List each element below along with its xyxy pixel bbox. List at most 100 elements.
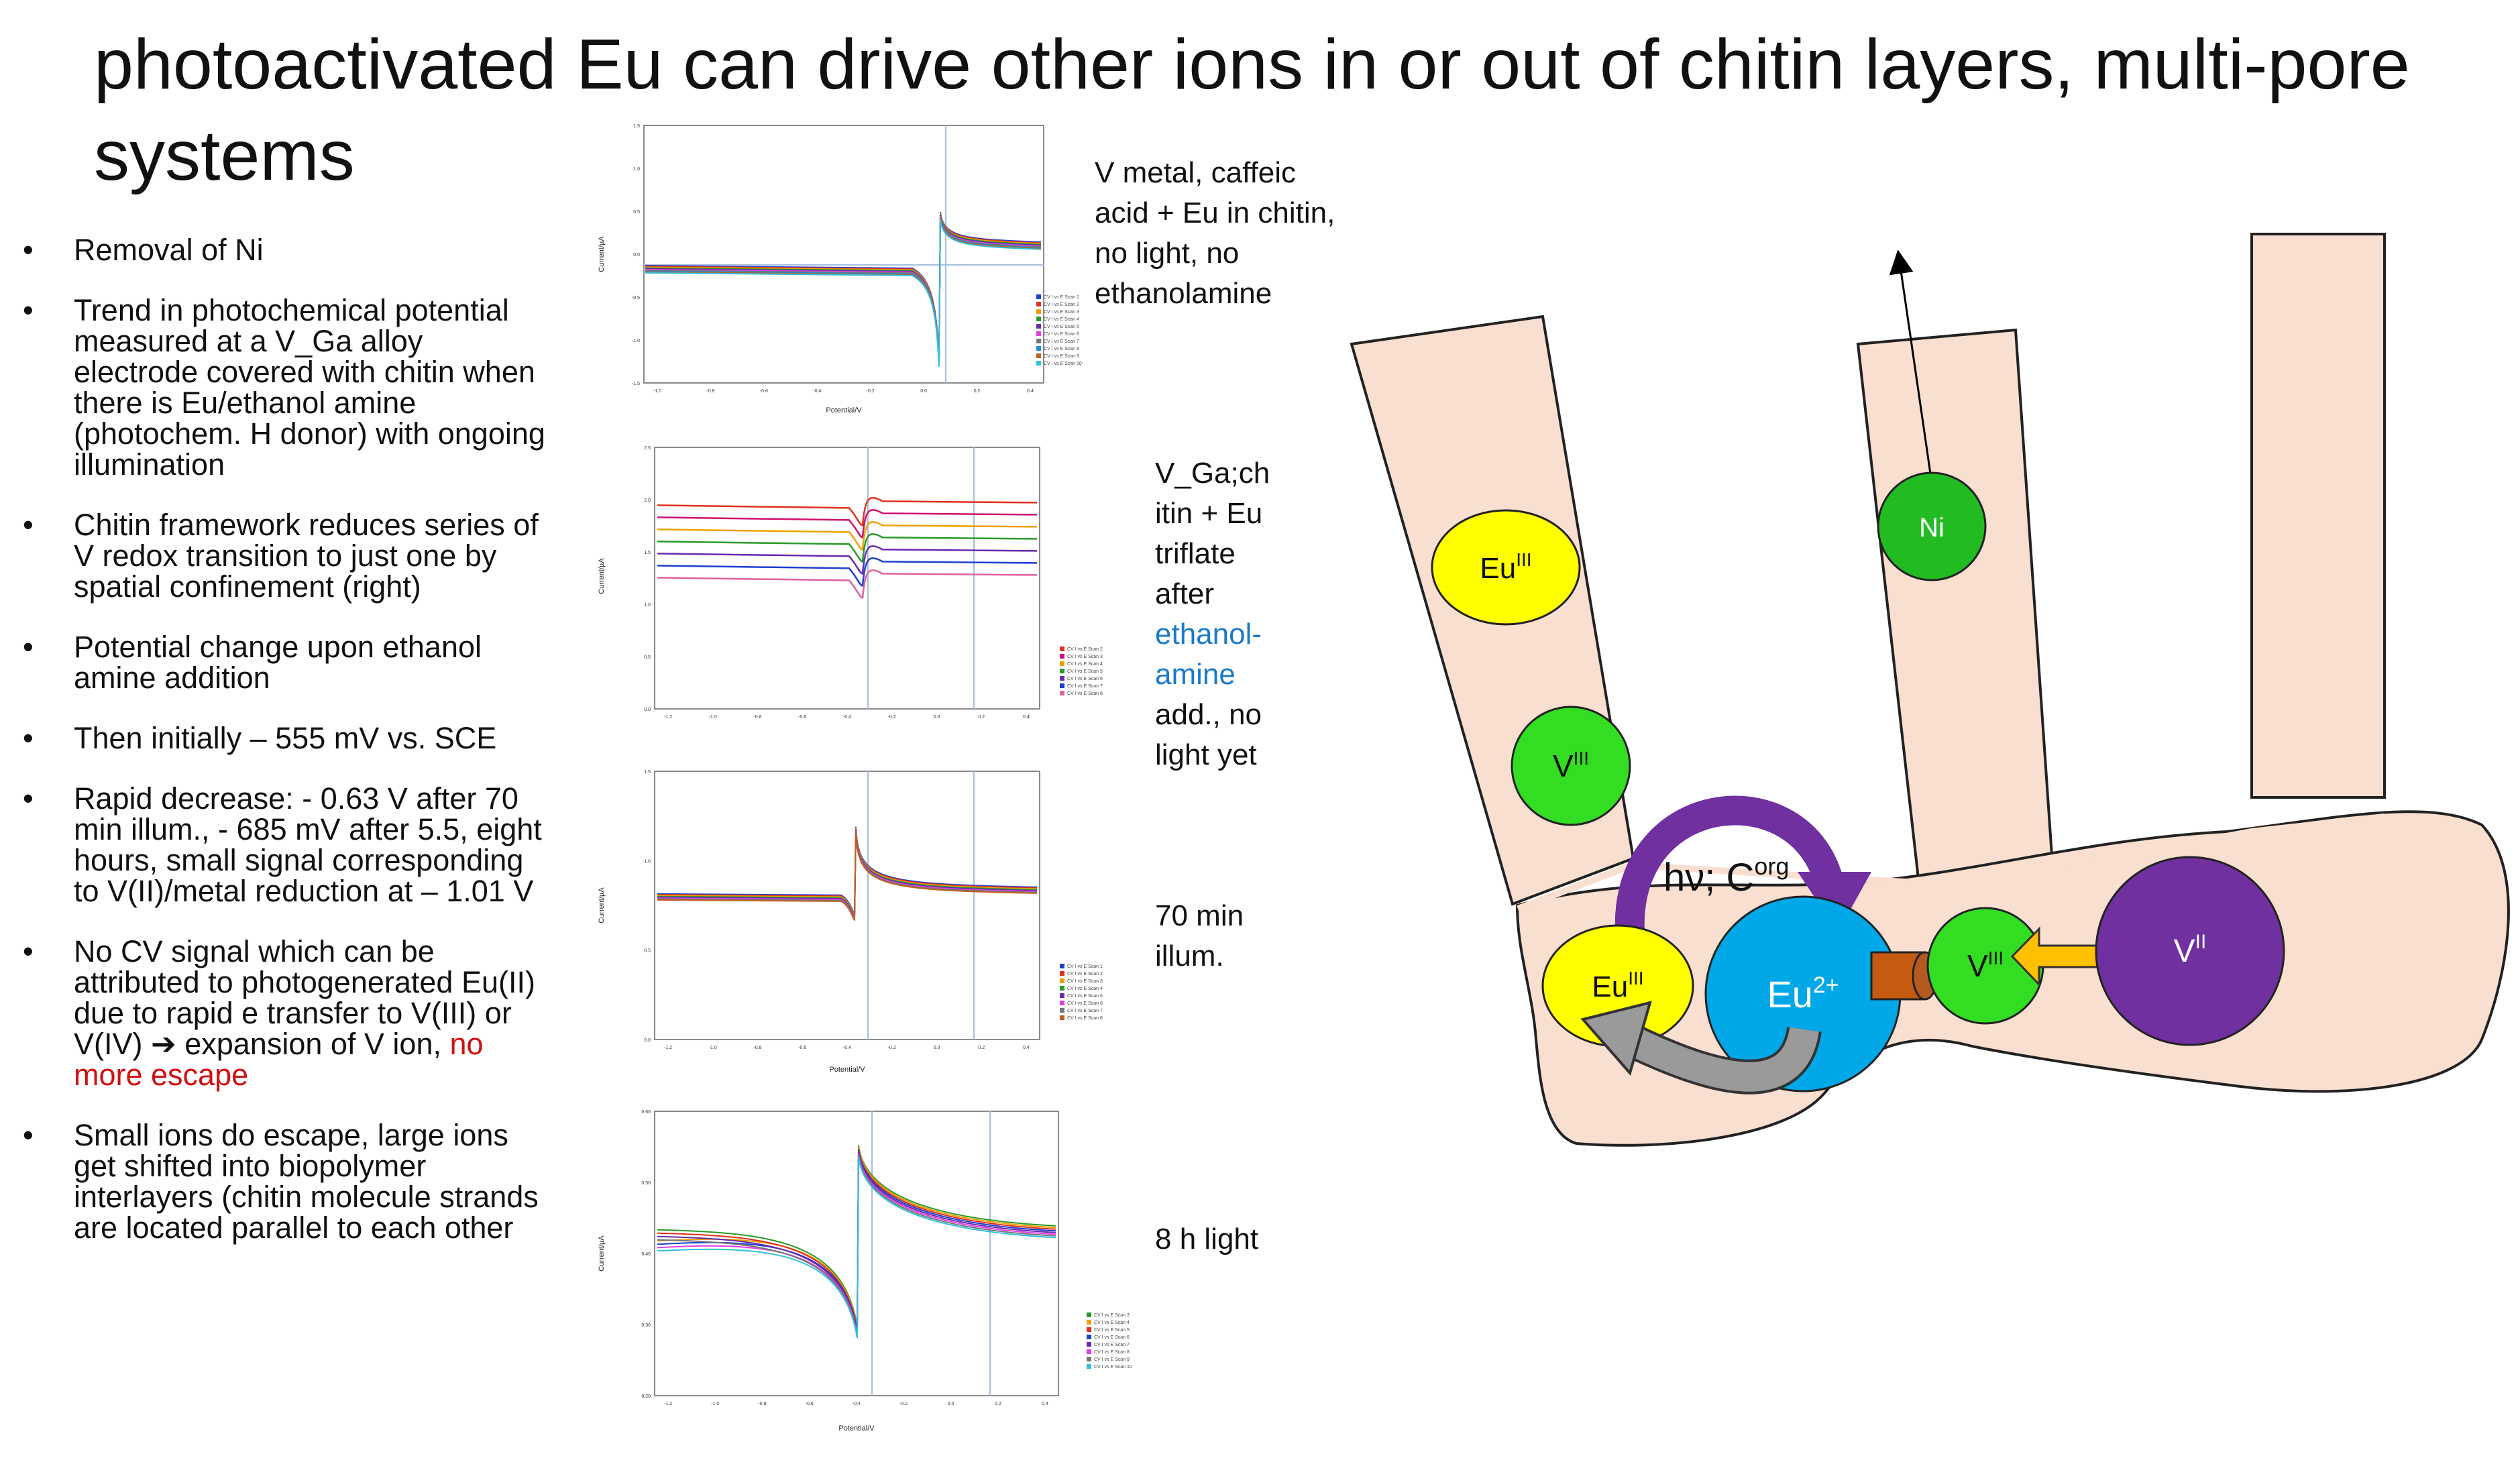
legend-swatch (1060, 669, 1064, 673)
x-tick-label: -0.6 (798, 715, 806, 720)
cv-trace (657, 569, 1038, 599)
chart-legend: CV I vs E Scan 1CV I vs E Scan 2CV I vs … (1036, 294, 1082, 366)
legend-label: CV I vs E Scan 3 (1067, 979, 1103, 984)
caption-cv2-before: V_Ga;ch itin + Eu triflate after (1155, 457, 1270, 610)
x-tick-label: 0.2 (974, 389, 981, 394)
bullet-dot: • (23, 781, 34, 816)
legend-swatch (1060, 1015, 1064, 1020)
plot-frame (654, 1111, 1059, 1396)
y-tick-label: -1.0 (632, 339, 640, 343)
x-tick-label: 0.0 (934, 715, 940, 720)
x-tick-label: -0.6 (806, 1402, 814, 1406)
legend-swatch (1087, 1312, 1091, 1317)
x-tick-label: -0.4 (843, 715, 851, 720)
slide-title: photoactivated Eu can drive other ions i… (94, 25, 2410, 195)
bullet-text: Chitin framework reduces series of V red… (74, 508, 539, 604)
v2-label: VII (2174, 931, 2207, 969)
y-tick-label: 0.0 (644, 1038, 651, 1043)
legend-swatch (1087, 1335, 1091, 1339)
x-axis-label: Potential/V (826, 406, 862, 414)
legend-swatch (1060, 978, 1064, 983)
x-axis-label: Potential/V (838, 1424, 875, 1433)
bullet-dot: • (23, 508, 34, 542)
legend-swatch (1060, 691, 1064, 695)
ni-escape-arrow (1889, 249, 1933, 484)
legend-label: CV I vs E Scan 5 (1067, 994, 1103, 999)
y-tick-label: 1.0 (644, 603, 651, 608)
chitin-channel-right (2250, 233, 2386, 799)
legend-swatch (1060, 971, 1064, 976)
legend-label: CV I vs E Scan 1 (1067, 964, 1103, 969)
legend-label: CV I vs E Scan 6 (1067, 677, 1103, 681)
bullet-dot: • (23, 293, 34, 327)
caption-cv2-after: add., no light yet (1155, 698, 1262, 771)
y-tick-labels: 2.52.01.51.00.50.0 (644, 446, 651, 712)
chart-legend: CV I vs E Scan 3 CV I vs E Scan 4 CV I vs … (1087, 1312, 1132, 1369)
y-tick-labels: 1.51.00.50.0-0.5-1.0-1.5 (632, 124, 640, 386)
y-tick-label: 0.60 (641, 1110, 651, 1115)
x-tick-label: -1.0 (709, 1046, 717, 1050)
cv-traces (657, 497, 1038, 599)
x-tick-label: 0.4 (1042, 1402, 1048, 1406)
legend-label: CV I vs E Scan 1 (1044, 295, 1079, 300)
chart-legend: CV I vs E Scan 2CV I vs E Scan 3CV I vs … (1060, 647, 1103, 696)
cv-chart-4: 0.600.500.400.300.20 -1.2-1.0-0.8-0.6-0.… (598, 1110, 1132, 1433)
legend-swatch (1087, 1364, 1091, 1369)
hv-label: hν; Corg (1663, 852, 1789, 899)
eu3-ion-top (1431, 509, 1581, 626)
y-axis-label: Current/µA (598, 236, 606, 272)
cv-chart-2: 2.52.01.51.00.50.0 -1.2-1.0-0.8-0.6-0.4-… (598, 446, 1103, 720)
legend-swatch (1036, 294, 1041, 299)
bullet-text: Trend in photochemical potential measure… (74, 293, 545, 482)
y-tick-label: 0.50 (641, 1181, 651, 1186)
y-axis-label: Current/µA (598, 558, 606, 594)
legend-label: CV I vs E Scan 2 (1067, 647, 1103, 652)
legend-label: CV I vs E Scan 7 (1094, 1343, 1130, 1347)
y-axis-label: Current/µA (598, 887, 606, 923)
bullet-item: •No CV signal which can be attributed to… (19, 936, 549, 1090)
purple-curved-arrow (1614, 795, 1846, 933)
y-tick-label: 1.0 (644, 859, 651, 864)
legend-label: CV I vs E Scan 4 (1067, 987, 1103, 991)
y-tick-label: 0.20 (641, 1394, 651, 1399)
body-merge (1517, 814, 2385, 912)
v3-ion-left (1511, 706, 1631, 826)
legend-label: CV I vs E Scan 8 (1094, 1350, 1130, 1355)
legend-swatch (1060, 1008, 1064, 1013)
legend-swatch (1087, 1327, 1091, 1332)
x-tick-label: -0.2 (888, 1046, 896, 1050)
bullet-text: Removal of Ni (74, 233, 264, 267)
bullet-text: Rapid decrease: - 0.63 V after 70 min il… (74, 781, 542, 908)
cv-traces (657, 1145, 1056, 1339)
y-tick-label: 0.5 (633, 210, 640, 215)
bullet-list: •Removal of Ni •Trend in photochemical p… (19, 235, 549, 1273)
x-tick-label: -0.2 (899, 1402, 908, 1406)
cv-trace (657, 1157, 1056, 1339)
x-tick-label: 0.2 (995, 1402, 1001, 1406)
legend-label: CV I vs E Scan 4 (1094, 1321, 1130, 1325)
legend-label: CV I vs E Scan 5 (1094, 1328, 1130, 1333)
bullet-item: •Potential change upon ethanol amine add… (19, 632, 549, 693)
caption-cv3-text: 70 min illum. (1155, 899, 1244, 972)
legend-label: CV I vs E Scan 7 (1044, 339, 1079, 344)
y-tick-label: 0.0 (644, 708, 651, 712)
plot-frame (643, 125, 1044, 384)
cv-trace (657, 521, 1038, 551)
x-tick-label: -0.2 (888, 715, 896, 720)
cv-trace (657, 832, 1038, 921)
legend-label: CV I vs E Scan 6 (1067, 1001, 1103, 1006)
ni-ion (1877, 471, 1987, 581)
legend-label: CV I vs E Scan 10 (1044, 361, 1082, 366)
legend-label: CV I vs E Scan 3 (1094, 1313, 1130, 1318)
bullet-text: No CV signal which can be attributed to … (74, 934, 535, 1061)
bullet-item: •Removal of Ni (19, 235, 549, 266)
legend-swatch (1087, 1357, 1091, 1361)
legend-label: CV I vs E Scan 2 (1067, 972, 1103, 976)
x-tick-label: 0.0 (920, 389, 927, 394)
y-tick-label: -0.5 (632, 296, 640, 300)
x-tick-label: -1.2 (664, 715, 672, 720)
